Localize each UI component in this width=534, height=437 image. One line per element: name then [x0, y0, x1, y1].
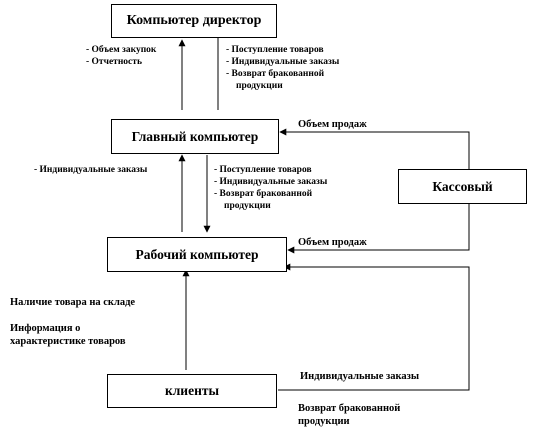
- label-main-to-work: - Поступление товаров - Индивидуальные з…: [214, 164, 327, 212]
- label-line: - Возврат бракованной: [226, 69, 325, 79]
- label-line: характеристике товаров: [10, 336, 126, 347]
- label-line: продукции: [236, 81, 283, 91]
- label-line: - Индивидуальные заказы: [226, 57, 340, 67]
- label-line: Возврат бракованной: [298, 403, 401, 414]
- arrow-cashier-to-main: [279, 128, 470, 170]
- node-director: Компьютер директор: [111, 4, 277, 38]
- label-line: - Поступление товаров: [226, 45, 324, 55]
- label-clients-to-work-right-1: Индивидуальные заказы: [300, 371, 420, 382]
- label-clients-to-work-right-2: Возврат бракованной продукции: [298, 402, 400, 428]
- label-clients-to-work-left: Наличие товара на складе Информация о ха…: [10, 296, 135, 348]
- label-cashier-to-main: Объем продаж: [298, 119, 367, 130]
- label-main-to-director: - Объем закупок - Отчетность: [86, 44, 156, 68]
- arrow-cashier-to-work: [287, 203, 470, 254]
- label-line: продукции: [224, 201, 271, 211]
- label-line: - Индивидуальные заказы: [214, 177, 328, 187]
- label-line: Информация о: [10, 323, 81, 334]
- node-main-computer: Главный компьютер: [111, 119, 279, 154]
- label-line: [10, 309, 135, 322]
- label-line: - Возврат бракованной: [214, 189, 313, 199]
- label-work-to-main: - Индивидуальные заказы: [34, 165, 148, 175]
- node-cashier: Кассовый: [398, 169, 527, 204]
- label-cashier-to-work: Объем продаж: [298, 237, 367, 248]
- label-line: - Объем закупок: [86, 45, 157, 55]
- arrow-clients-right-to-work: [278, 263, 470, 391]
- label-line: Наличие товара на складе: [10, 297, 136, 308]
- node-work-computer: Рабочий компьютер: [107, 237, 287, 272]
- label-line: - Поступление товаров: [214, 165, 312, 175]
- label-director-to-main: - Поступление товаров - Индивидуальные з…: [226, 44, 339, 92]
- node-clients: клиенты: [107, 374, 277, 408]
- label-line: - Отчетность: [86, 57, 142, 67]
- label-line: продукции: [298, 416, 350, 427]
